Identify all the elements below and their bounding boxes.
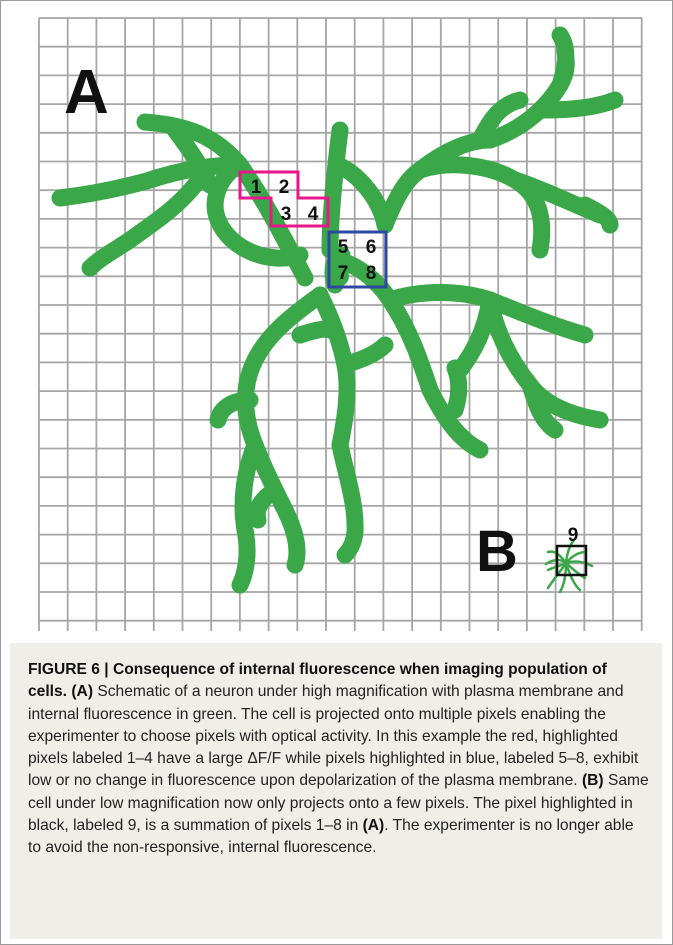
pixel-label-3: 3 (281, 204, 292, 225)
pixel-label-5: 5 (338, 237, 349, 258)
panel-a-label: A (64, 58, 109, 127)
figure-caption: FIGURE 6 | Consequence of internal fluor… (10, 643, 662, 939)
pixel-label-1: 1 (251, 177, 262, 198)
pixel-label-4: 4 (308, 204, 319, 225)
panel-a-description: Schematic of a neuron under high magnifi… (28, 683, 638, 789)
pixel-label-7: 7 (338, 263, 349, 284)
figure-number: FIGURE 6 | (28, 661, 109, 678)
panel-b-label: B (476, 519, 518, 584)
figure-6-schematic: A B 1 2 3 4 5 6 7 8 9 (0, 0, 673, 640)
panel-b-reference: (B) (582, 772, 604, 789)
panel-a-back-reference: (A) (363, 817, 385, 834)
panel-a-reference: (A) (71, 683, 93, 700)
pixel-label-2: 2 (279, 177, 290, 198)
neuron-b-soma (563, 560, 569, 566)
pixel-label-9: 9 (568, 525, 579, 546)
caption-text: FIGURE 6 | Consequence of internal fluor… (28, 659, 650, 860)
pixel-label-8: 8 (366, 263, 377, 284)
pixel-label-6: 6 (366, 237, 377, 258)
